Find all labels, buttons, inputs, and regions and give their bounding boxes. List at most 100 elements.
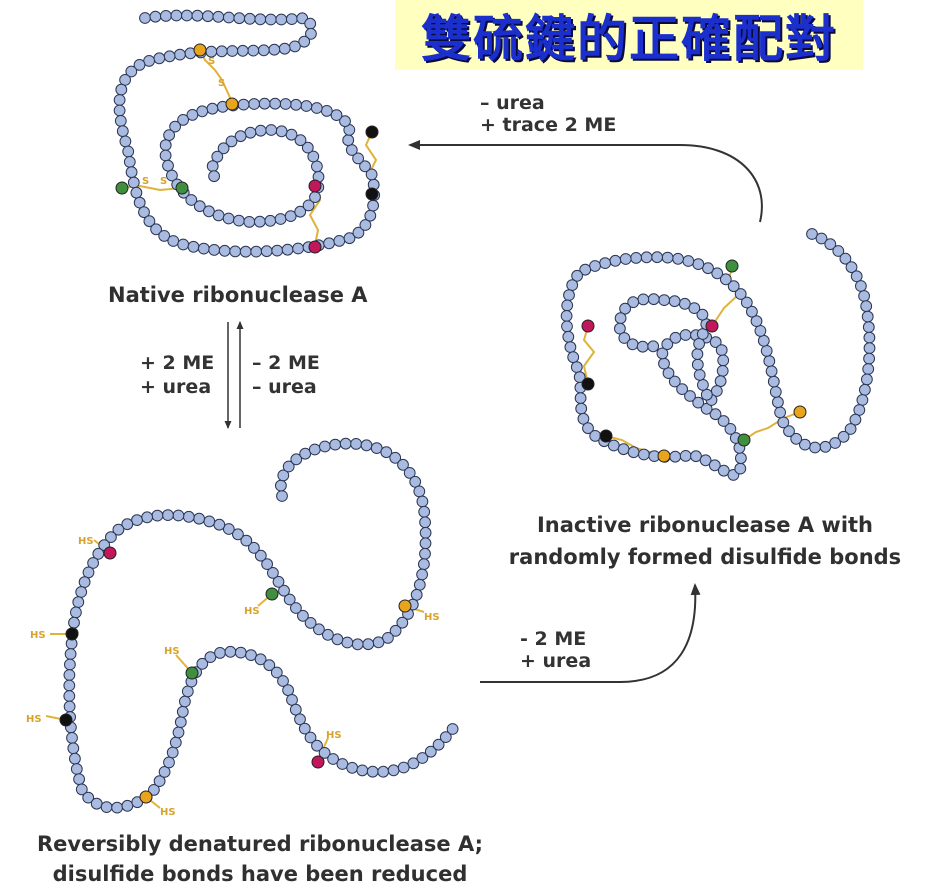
residue-bead xyxy=(294,205,307,218)
residue-bead xyxy=(765,365,778,378)
sulfur-label: S xyxy=(142,176,149,187)
residue-bead xyxy=(87,557,99,569)
residue-bead xyxy=(767,375,780,388)
residue-bead xyxy=(863,331,876,344)
residue-bead xyxy=(396,616,409,629)
residue-bead xyxy=(261,558,274,570)
residue-bead xyxy=(407,757,420,770)
residue-bead xyxy=(301,141,314,154)
residue-bead xyxy=(63,669,76,681)
residue-bead xyxy=(254,653,267,666)
residue-bead xyxy=(619,302,631,315)
condition-plus-urea: + urea xyxy=(520,650,592,672)
residue-bead xyxy=(790,432,803,445)
residue-bead xyxy=(125,65,138,78)
residue-bead xyxy=(323,237,336,250)
residue-bead xyxy=(672,252,684,265)
residue-bead xyxy=(112,523,125,536)
residue-bead xyxy=(177,114,190,126)
amino-acid-beads xyxy=(63,9,876,814)
residue-bead xyxy=(662,367,675,380)
residue-bead xyxy=(757,334,770,347)
residue-bead xyxy=(697,379,709,391)
residue-bead xyxy=(413,485,426,498)
residue-bead xyxy=(299,447,312,460)
residue-bead xyxy=(418,558,430,571)
slide-title: 雙硫鍵的正確配對 xyxy=(421,9,837,68)
residue-bead xyxy=(305,27,317,40)
residue-bead xyxy=(311,739,323,752)
residue-bead xyxy=(614,322,626,335)
residue-bead xyxy=(327,753,340,765)
cys-green xyxy=(737,433,751,447)
residue-bead xyxy=(676,383,688,396)
residue-bead xyxy=(832,245,845,257)
residue-bead xyxy=(290,98,302,111)
residue-bead xyxy=(717,464,730,477)
residue-bead xyxy=(692,396,705,409)
residue-bead xyxy=(236,44,249,57)
cys-green xyxy=(265,587,279,601)
thiol-label: HS xyxy=(160,807,176,818)
residue-bead xyxy=(336,758,349,770)
residue-bead xyxy=(304,617,317,629)
residue-bead xyxy=(310,102,323,114)
residue-bead xyxy=(863,342,876,355)
residue-bead xyxy=(174,716,187,728)
residue-bead xyxy=(377,765,390,778)
residue-bead xyxy=(308,443,321,456)
residue-bead xyxy=(75,783,88,796)
residue-bead xyxy=(151,509,164,522)
residue-bead xyxy=(226,45,239,57)
residue-bead xyxy=(329,438,342,451)
residue-bead xyxy=(359,160,371,173)
residue-bead xyxy=(352,152,365,165)
residue-bead xyxy=(138,206,150,219)
residue-bead xyxy=(159,139,172,152)
residue-bead xyxy=(760,345,773,357)
residue-bead xyxy=(105,531,117,543)
residue-bead xyxy=(863,352,875,365)
residue-bead xyxy=(193,512,206,525)
residue-bead xyxy=(278,584,290,597)
residue-bead xyxy=(647,340,660,353)
residue-bead xyxy=(418,505,431,518)
residue-bead xyxy=(617,443,630,456)
residue-bead xyxy=(806,228,818,240)
residue-bead xyxy=(279,98,292,110)
residue-bead xyxy=(133,59,146,71)
residue-bead xyxy=(234,646,247,659)
residue-bead xyxy=(187,240,200,253)
residue-bead xyxy=(296,12,309,25)
residue-bead xyxy=(858,290,870,302)
residue-bead xyxy=(177,238,190,251)
residue-bead xyxy=(297,609,309,622)
residue-bead xyxy=(861,373,873,386)
residue-bead xyxy=(123,156,136,168)
residue-bead xyxy=(122,145,135,158)
cys-orange xyxy=(793,405,807,419)
residue-bead xyxy=(860,300,873,313)
residue-bead xyxy=(130,186,143,199)
residue-bead xyxy=(861,310,874,323)
residue-bead xyxy=(853,404,866,416)
residue-bead xyxy=(345,144,358,156)
caption-inactive-line2: randomly formed disulfide bonds xyxy=(508,545,902,569)
residue-bead xyxy=(153,775,166,787)
residue-bead xyxy=(815,232,828,245)
residue-bead xyxy=(735,452,747,465)
cys-green xyxy=(185,666,199,680)
residue-bead xyxy=(746,305,758,318)
residue-bead xyxy=(127,176,140,189)
residue-bead xyxy=(322,628,334,641)
residue-bead xyxy=(599,257,611,270)
residue-bead xyxy=(278,42,291,55)
residue-bead xyxy=(143,215,156,228)
residue-bead xyxy=(651,251,663,264)
residue-bead xyxy=(63,700,76,713)
residue-bead xyxy=(577,412,590,425)
residue-bead xyxy=(191,9,204,22)
residue-bead xyxy=(859,383,871,396)
residue-bead xyxy=(268,43,281,56)
sulfur-label: S xyxy=(160,176,167,187)
